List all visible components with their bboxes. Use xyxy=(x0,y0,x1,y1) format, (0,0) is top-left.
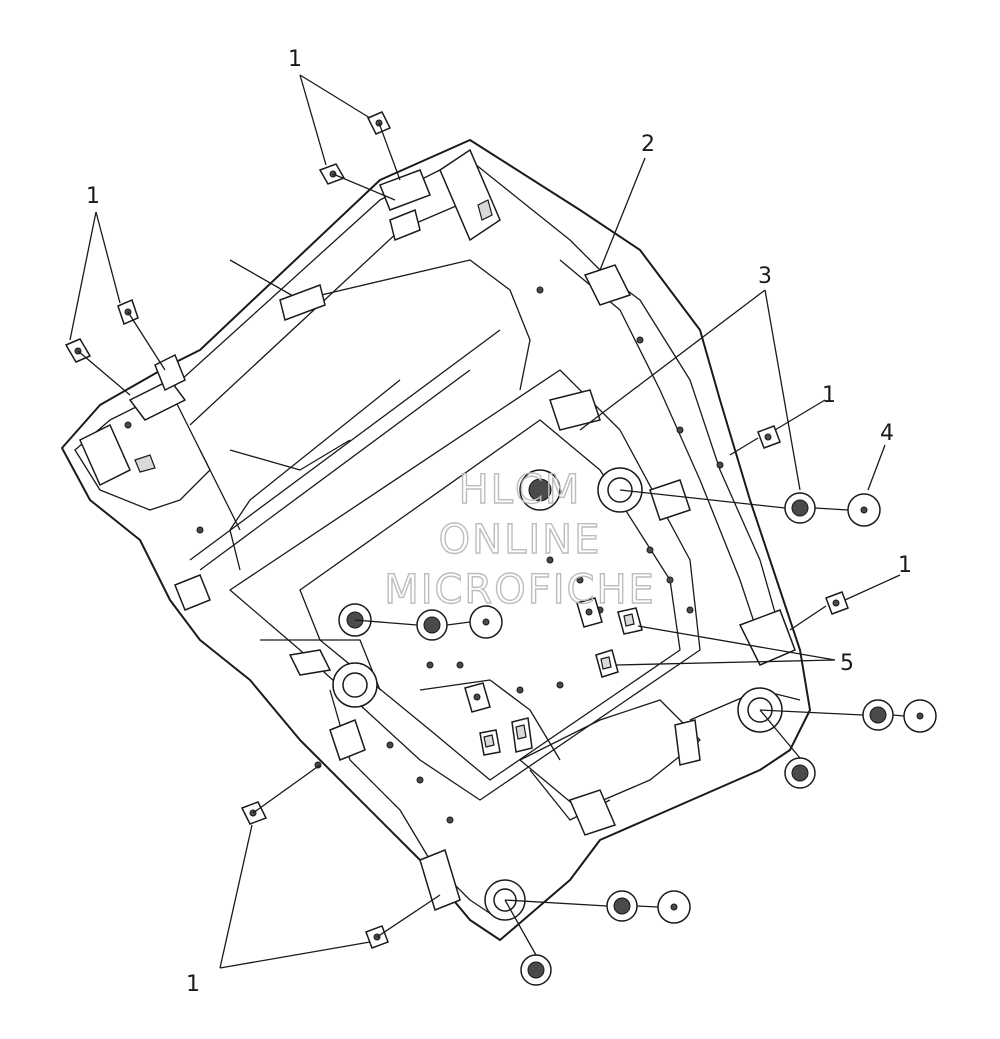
clip-nuts xyxy=(64,111,849,949)
washer xyxy=(469,605,503,639)
watermark-line-2: ONLINE xyxy=(439,517,602,563)
callout-3: 3 xyxy=(758,264,772,289)
frame-body xyxy=(61,139,811,941)
callout-4: 4 xyxy=(880,421,894,446)
clip xyxy=(595,649,619,678)
callout-1-right-mid: 1 xyxy=(822,383,836,408)
callout-1-right-low: 1 xyxy=(898,553,912,578)
clips xyxy=(464,597,643,756)
washer xyxy=(847,493,881,527)
watermark: HLCM ONLINE MICROFICHE xyxy=(383,466,656,613)
clip xyxy=(511,717,533,753)
clip xyxy=(617,607,643,635)
grommet xyxy=(520,954,552,986)
grommet xyxy=(784,757,816,789)
callout-1-top: 1 xyxy=(288,47,302,72)
grommets xyxy=(416,492,894,986)
grommet xyxy=(862,699,894,731)
grommet xyxy=(416,609,448,641)
callout-leaders xyxy=(69,74,901,969)
clip-nut xyxy=(757,425,781,449)
callout-1-bottom: 1 xyxy=(186,972,200,997)
clip-nut xyxy=(366,111,392,135)
washer xyxy=(657,890,691,924)
callout-1-upper-left: 1 xyxy=(86,184,100,209)
assembly-lines xyxy=(77,122,905,956)
clip-nut xyxy=(825,591,849,615)
callout-labels: 1 1 2 3 1 4 1 5 1 xyxy=(86,47,912,997)
grommet xyxy=(784,492,816,524)
clip xyxy=(464,682,491,713)
watermark-line-1: HLCM xyxy=(459,467,582,513)
watermark-line-3: MICROFICHE xyxy=(384,567,656,613)
grommet xyxy=(606,890,638,922)
clip xyxy=(479,729,501,756)
callout-5: 5 xyxy=(840,651,854,676)
clip xyxy=(576,597,603,628)
callout-2: 2 xyxy=(641,132,655,157)
clip-nut xyxy=(318,163,346,185)
washer xyxy=(903,699,937,733)
